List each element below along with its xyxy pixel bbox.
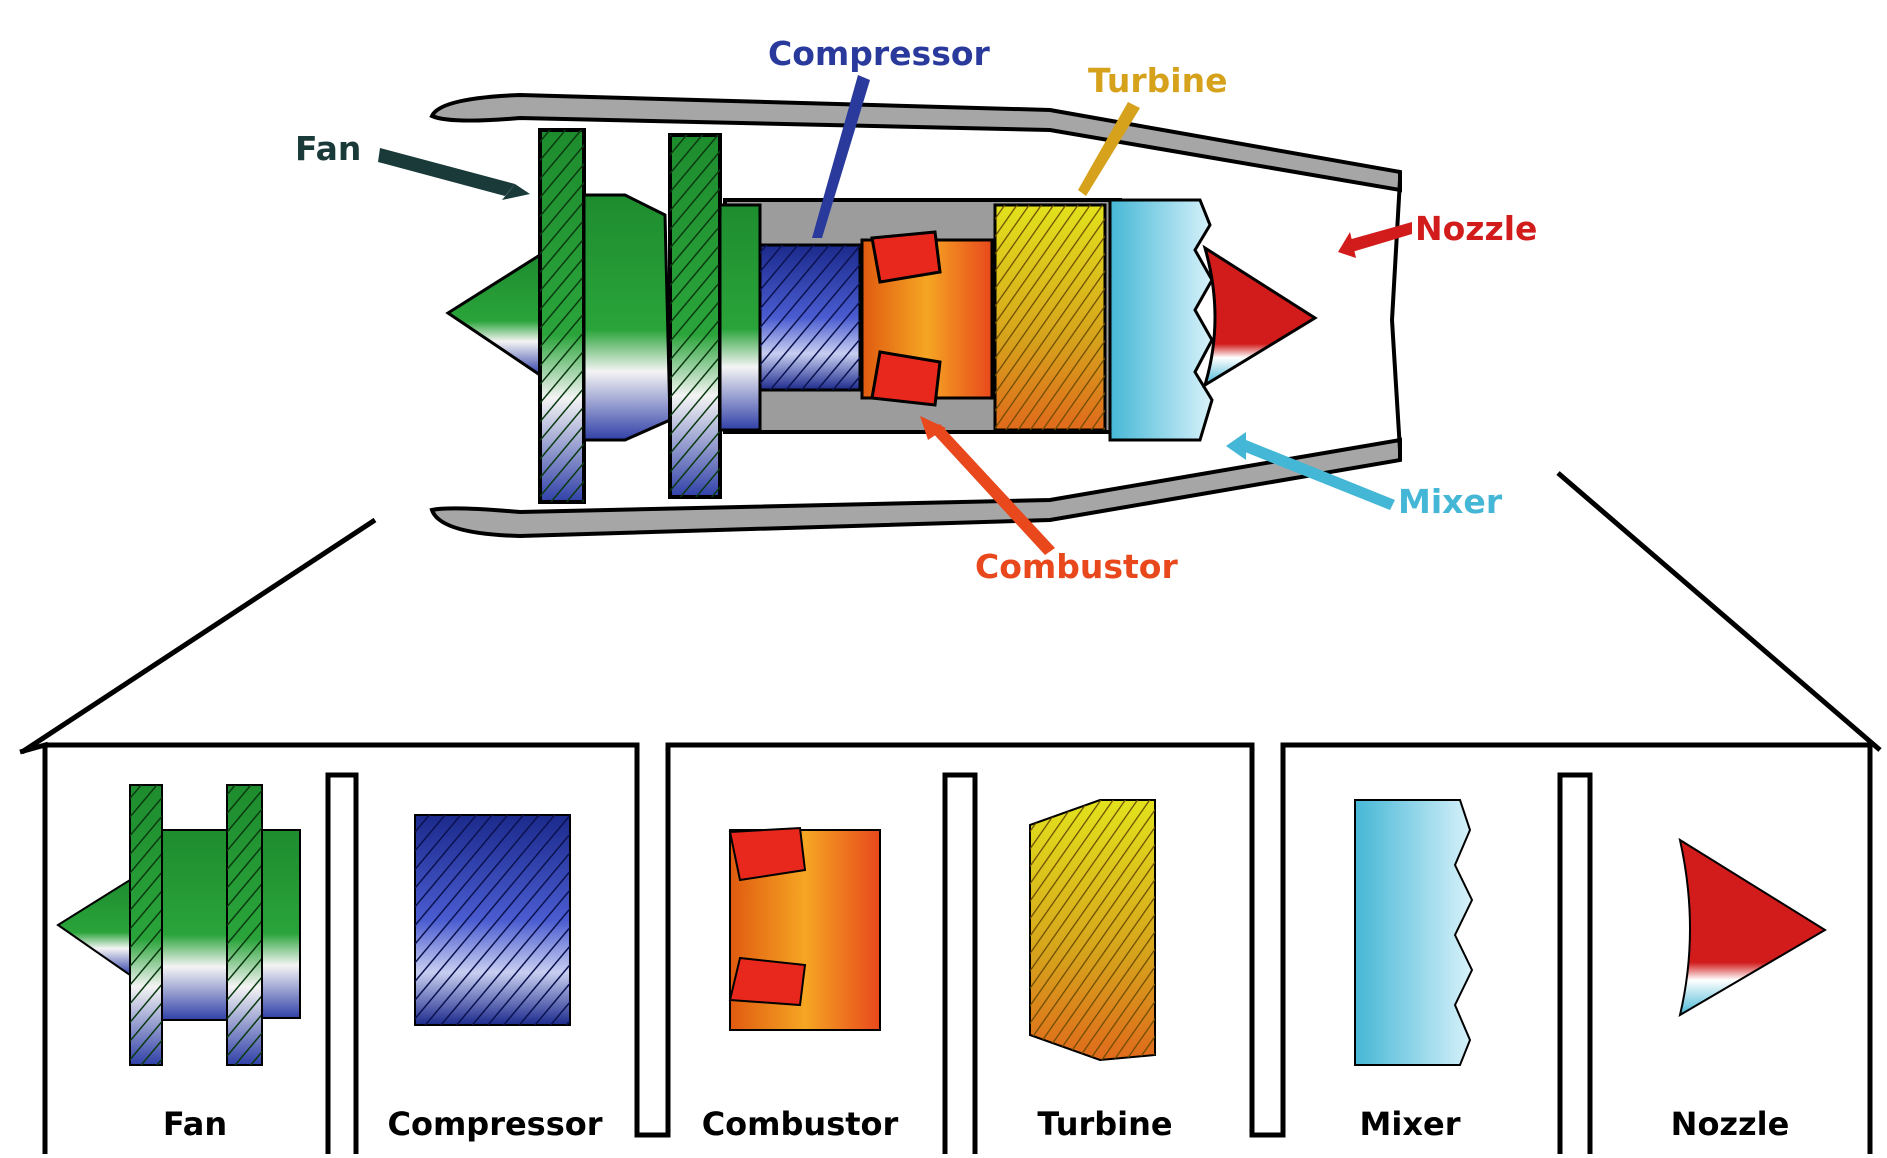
connector-left	[20, 517, 377, 755]
caption-compressor: Compressor	[387, 1105, 602, 1143]
callout-fan: Fan	[295, 129, 530, 200]
callout-nozzle: Nozzle	[1338, 209, 1537, 258]
callout-compressor: Compressor	[768, 34, 991, 238]
caption-mixer: Mixer	[1360, 1105, 1461, 1143]
thumb-turbine	[1029, 799, 1156, 1062]
callout-fan-label: Fan	[295, 129, 361, 168]
nozzle-plug	[1202, 244, 1318, 389]
callout-nozzle-label: Nozzle	[1415, 209, 1537, 248]
nacelle-bottom	[429, 437, 1402, 539]
callout-combustor-label: Combustor	[975, 547, 1178, 586]
callout-compressor-label: Compressor	[768, 34, 991, 73]
engine-cutaway	[429, 92, 1402, 539]
callout-combustor-arrowhead	[920, 416, 946, 440]
thumb-fan	[56, 784, 301, 1066]
callout-mixer: Mixer	[1226, 432, 1503, 521]
callout-compressor-arrow	[812, 75, 870, 238]
fan-blade-rear-hatch	[670, 135, 720, 497]
fan-blade-front-hatch	[540, 130, 584, 502]
caption-turbine: Turbine	[1037, 1105, 1172, 1143]
caption-fan: Fan	[163, 1105, 227, 1143]
callout-fan-arrowhead	[502, 184, 530, 200]
callout-turbine-arrow	[1078, 102, 1140, 196]
callout-nozzle-arrowhead	[1338, 232, 1356, 258]
callout-fan-arrow	[378, 148, 515, 196]
panel-divider-1	[325, 772, 359, 1154]
thumb-compressor	[414, 814, 571, 1026]
callout-combustor-arrow	[930, 424, 1055, 555]
combustor-can-bottom	[870, 350, 942, 407]
connector-right	[1556, 471, 1882, 752]
callout-mixer-arrow	[1240, 440, 1395, 510]
thumb-mixer	[1354, 799, 1474, 1066]
thumb-combustor	[728, 826, 881, 1031]
callout-nozzle-arrow	[1348, 222, 1412, 252]
callout-combustor: Combustor	[920, 416, 1178, 586]
component-panel-frame	[19, 741, 1873, 1154]
turbine-hatch	[995, 205, 1105, 430]
callout-mixer-label: Mixer	[1398, 482, 1503, 521]
compressor-hatch	[760, 245, 860, 390]
fan-hub	[582, 193, 672, 442]
callout-turbine: Turbine	[1078, 61, 1227, 196]
panel-divider-3	[1557, 772, 1593, 1154]
caption-nozzle: Nozzle	[1671, 1105, 1790, 1143]
nozzle-outline	[1389, 179, 1402, 451]
mixer-lobes	[1108, 198, 1214, 442]
panel-divider-2	[942, 772, 978, 1154]
callout-mixer-arrowhead	[1226, 432, 1246, 460]
callout-turbine-label: Turbine	[1088, 61, 1227, 100]
thumb-nozzle	[1678, 837, 1827, 1018]
combustor-can-top	[870, 230, 942, 284]
fan-collar	[718, 203, 762, 432]
fan-spinner	[445, 252, 542, 378]
caption-combustor: Combustor	[702, 1105, 899, 1143]
